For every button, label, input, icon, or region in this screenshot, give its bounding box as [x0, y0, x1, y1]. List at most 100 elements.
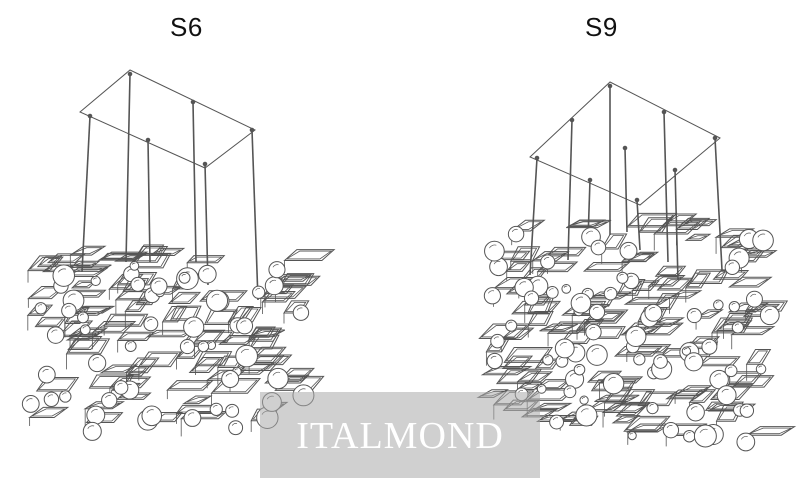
- square-frame-inner: [69, 337, 100, 349]
- chandelier-s6: [21, 69, 336, 441]
- square-frame: [561, 304, 611, 316]
- globe-highlight: [591, 348, 600, 353]
- watermark: ITALMOND: [260, 392, 540, 478]
- suspension-cable: [147, 139, 151, 263]
- square-frame-inner: [649, 276, 683, 285]
- square-frame-inner: [513, 221, 543, 230]
- square-frame: [684, 272, 712, 289]
- square-frame-inner: [250, 348, 284, 362]
- globe-highlight: [240, 348, 249, 354]
- globe-highlight: [200, 342, 205, 346]
- square-frame: [511, 300, 562, 315]
- square-frame-inner: [285, 250, 333, 260]
- square-frame: [510, 219, 546, 232]
- globe-highlight: [580, 408, 589, 413]
- square-frame-inner: [105, 315, 146, 326]
- globe-highlight: [608, 376, 616, 381]
- glass-globe: [129, 261, 140, 271]
- square-frame-inner: [640, 218, 670, 232]
- square-frame-inner: [102, 366, 134, 372]
- glass-globe: [728, 301, 740, 313]
- square-frame: [108, 273, 144, 290]
- square-frame: [501, 355, 534, 370]
- square-frame-inner: [127, 359, 157, 372]
- square-frame-inner: [714, 271, 747, 279]
- glass-globe: [646, 401, 659, 415]
- square-frame-inner: [196, 352, 230, 365]
- glass-globe: [745, 290, 763, 308]
- square-frame: [685, 336, 721, 350]
- globe-highlight: [47, 394, 53, 398]
- glass-globe: [143, 316, 159, 332]
- square-frame-inner: [501, 329, 532, 339]
- cable-anchor: [145, 137, 151, 143]
- globe-highlight: [511, 228, 518, 232]
- glass-globe: [554, 338, 575, 359]
- square-frame: [509, 246, 541, 262]
- glass-globe: [684, 352, 704, 372]
- square-frame-inner: [637, 324, 681, 334]
- square-frame: [148, 247, 186, 256]
- globe-highlight: [493, 336, 499, 340]
- glass-globe: [693, 424, 717, 448]
- model-label-s9: S9: [585, 12, 618, 42]
- square-frame: [125, 365, 151, 377]
- glass-globe: [573, 363, 586, 376]
- globe-highlight: [51, 329, 58, 333]
- globe-highlight: [240, 320, 247, 324]
- glass-globe: [228, 420, 244, 436]
- square-frame-inner: [627, 298, 668, 304]
- square-frame-inner: [633, 282, 657, 290]
- globe-highlight: [543, 257, 550, 260]
- square-frame: [711, 317, 754, 334]
- globe-highlight: [586, 230, 593, 235]
- glass-globe: [724, 364, 738, 378]
- square-frame-inner: [126, 301, 146, 311]
- glass-globe: [183, 409, 202, 427]
- globe-highlight: [26, 398, 33, 402]
- square-frame-inner: [713, 319, 751, 332]
- cable-anchor: [607, 83, 613, 89]
- square-frame: [113, 253, 147, 262]
- glass-globe: [101, 392, 118, 409]
- globe-highlight: [589, 326, 596, 331]
- square-frame-inner: [602, 235, 625, 248]
- glass-globe: [585, 323, 602, 341]
- globe-highlight: [575, 296, 584, 301]
- glass-globe: [683, 429, 696, 443]
- square-frame-inner: [248, 329, 280, 341]
- globe-highlight: [269, 279, 277, 284]
- square-frame: [745, 426, 797, 436]
- cable-anchor: [569, 117, 575, 123]
- glass-globe: [586, 344, 608, 366]
- glass-globe: [141, 405, 163, 427]
- globe-highlight: [563, 285, 568, 288]
- square-frame: [182, 395, 213, 405]
- glass-globe: [716, 385, 737, 406]
- globe-highlight: [527, 293, 534, 297]
- glass-globe: [205, 289, 229, 312]
- glass-globe: [590, 239, 607, 256]
- glass-globe: [235, 344, 258, 368]
- suspension-cable: [251, 129, 259, 301]
- square-frame: [99, 364, 139, 374]
- globe-highlight: [297, 388, 306, 393]
- square-frame-inner: [167, 381, 211, 390]
- globe-highlight: [493, 260, 501, 265]
- globe-highlight: [532, 279, 541, 284]
- square-frame-inner: [663, 215, 695, 225]
- globe-highlight: [93, 277, 97, 280]
- globe-highlight: [584, 290, 589, 293]
- globe-highlight: [91, 409, 98, 413]
- square-frame-inner: [507, 263, 528, 271]
- square-frame-inner: [743, 251, 774, 257]
- square-frame-inner: [87, 402, 121, 408]
- square-frame-inner: [596, 396, 637, 401]
- square-frame-inner: [691, 270, 726, 283]
- square-frame: [582, 261, 631, 272]
- glass-globe: [264, 276, 284, 296]
- glass-globe: [268, 261, 286, 279]
- square-frame-inner: [517, 372, 551, 381]
- glass-globe: [507, 225, 525, 243]
- globe-highlight: [714, 373, 722, 378]
